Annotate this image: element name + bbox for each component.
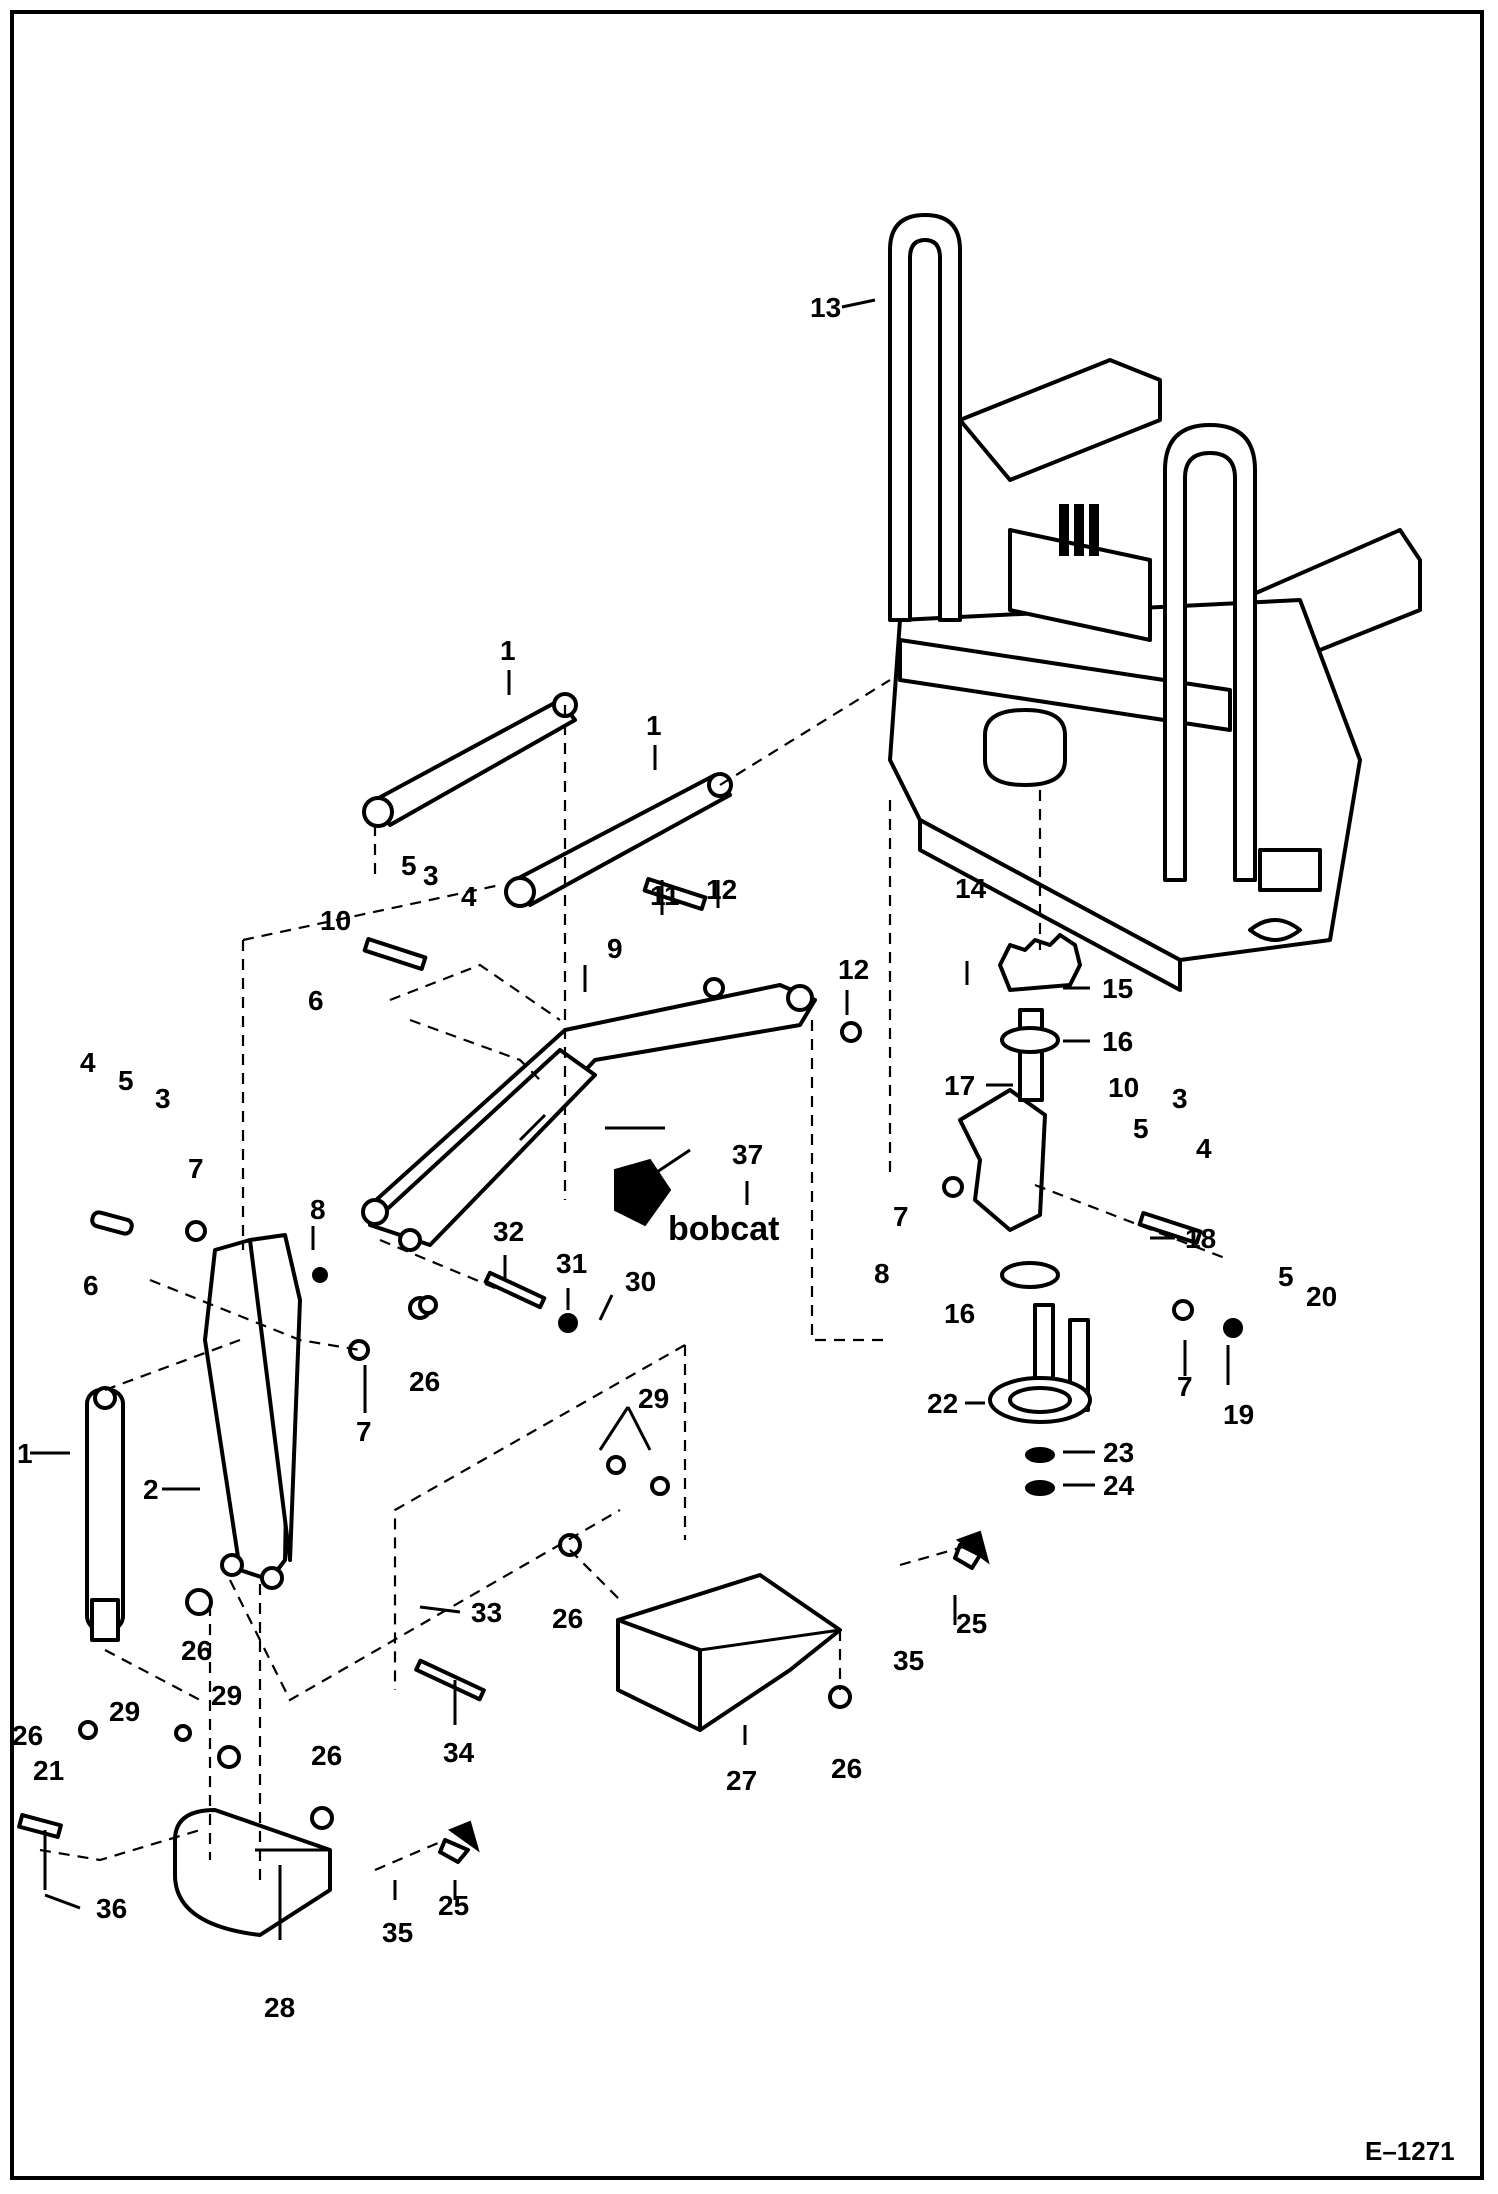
callout: 26 [181, 1635, 212, 1666]
callout: 5 [118, 1065, 134, 1096]
callout: 8 [310, 1194, 326, 1225]
callout: 1 [500, 635, 516, 666]
callout: 5 [401, 850, 417, 881]
callout: 6 [308, 985, 324, 1016]
callout: 27 [726, 1765, 757, 1796]
callout: 26 [409, 1366, 440, 1397]
callout: 20 [1306, 1281, 1337, 1312]
callout: 19 [1223, 1399, 1254, 1430]
swing-plate [988, 1303, 1092, 1496]
drive-gear [998, 933, 1082, 1289]
boom [361, 983, 817, 1252]
callout: 5 [1133, 1113, 1149, 1144]
callout: 35 [382, 1917, 413, 1948]
callout: 7 [893, 1201, 909, 1232]
brand-text: bobcat [668, 1210, 779, 1248]
callout: 18 [1185, 1223, 1216, 1254]
callout: 26 [12, 1720, 43, 1751]
figure-reference: E–1271 [1365, 2136, 1455, 2166]
callout: 14 [955, 873, 987, 904]
callout: 4 [1196, 1133, 1212, 1164]
callout: 1 [646, 710, 662, 741]
callout: 10 [1108, 1072, 1139, 1103]
callout: 4 [80, 1047, 96, 1078]
callout: 29 [109, 1696, 140, 1727]
callout: 37 [732, 1139, 763, 1170]
boom-cylinder-lower [504, 772, 733, 908]
callout: 3 [1172, 1083, 1188, 1114]
callout: 36 [96, 1893, 127, 1924]
callout: 2 [143, 1474, 159, 1505]
callout: 12 [838, 954, 869, 985]
callout: 26 [831, 1753, 862, 1784]
callout: 7 [188, 1153, 204, 1184]
callout: 7 [356, 1416, 372, 1447]
callout: 17 [944, 1070, 975, 1101]
callout: 7 [1177, 1371, 1193, 1402]
callout: 5 [1278, 1261, 1294, 1292]
callout: 31 [556, 1248, 587, 1279]
callout: 33 [471, 1597, 502, 1628]
callout: 13 [810, 292, 841, 323]
callout: 16 [944, 1298, 975, 1329]
callout: 25 [956, 1608, 987, 1639]
bobcat-logo: bobcat [614, 1158, 779, 1248]
callout: 32 [493, 1216, 524, 1247]
callout: 3 [155, 1083, 171, 1114]
boom-cylinder-upper [362, 692, 578, 828]
dipper-arm [203, 1233, 302, 1590]
callout: 28 [264, 1992, 295, 2023]
callout: 9 [607, 933, 623, 964]
mounting-frame [888, 213, 1422, 992]
callout: 6 [83, 1270, 99, 1301]
leader-lines [30, 298, 1230, 1940]
callout: 29 [638, 1383, 669, 1414]
dipper-cylinder [85, 1386, 125, 1642]
callout: 3 [423, 860, 439, 891]
callout: 11 [650, 880, 680, 911]
callout: 4 [461, 881, 477, 912]
callout: 1 [17, 1438, 33, 1469]
callout: 15 [1102, 973, 1133, 1004]
callout: 26 [311, 1740, 342, 1771]
callout: 10 [320, 905, 351, 936]
assembly-lines [39, 679, 1231, 1880]
callout: 29 [211, 1680, 242, 1711]
callout: 8 [874, 1258, 890, 1289]
callout: 26 [552, 1603, 583, 1634]
callout: 24 [1103, 1470, 1135, 1501]
pins-and-bushings [17, 877, 1243, 1864]
callout: 16 [1102, 1026, 1133, 1057]
callout: 30 [625, 1266, 656, 1297]
callout: 23 [1103, 1437, 1134, 1468]
callout: 34 [443, 1737, 475, 1768]
callout: 22 [927, 1388, 958, 1419]
callout: 35 [893, 1645, 924, 1676]
callout: 25 [438, 1890, 469, 1921]
callout: 12 [706, 874, 737, 905]
callout: 21 [33, 1755, 64, 1786]
callout-labels: 1 1 1 2 3 3 3 4 4 4 5 5 5 5 6 6 7 7 7 7 … [12, 292, 1337, 2023]
wide-bucket [616, 1573, 842, 1732]
narrow-bucket [173, 1808, 332, 1937]
diagram-frame [10, 10, 1484, 2180]
